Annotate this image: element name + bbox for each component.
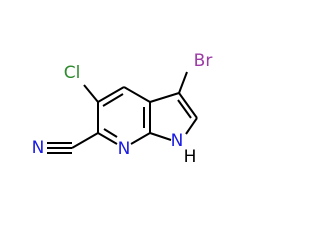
bond-n1-c7a: [149, 132, 172, 141]
bromine-label: Br: [194, 51, 213, 71]
bond-c6-n7-inner: [103, 128, 118, 138]
bond-c2-n1: [185, 117, 198, 135]
atom-label-layer: Br Cl N N N H: [32, 51, 213, 167]
bond-c6-cn: [71, 132, 99, 149]
bond-n7-c7a: [130, 132, 151, 145]
molecule-structure: Br Cl N N N H: [32, 51, 213, 167]
bond-c5-cl: [83, 84, 99, 103]
bond-c3a-c3: [149, 92, 180, 103]
pyrrole-nitrogen-label: N: [171, 131, 184, 151]
pyridine-nitrogen-label: N: [118, 139, 131, 159]
pyrrole-hydrogen-label: H: [184, 147, 197, 167]
nitrile-nitrogen-label: N: [32, 138, 45, 158]
bond-c6-n7: [97, 132, 118, 145]
bond-c3-c2: [178, 92, 198, 119]
bond-c4-c5: [97, 86, 125, 103]
bond-c3-c2-inner: [177, 99, 192, 119]
bond-layer: [47, 71, 198, 154]
bond-c3-br-visible: [178, 71, 188, 94]
chlorine-label: Cl: [64, 63, 81, 83]
bond-c3a-c4: [123, 86, 151, 103]
bond-c4-c5-inner: [102, 93, 124, 107]
